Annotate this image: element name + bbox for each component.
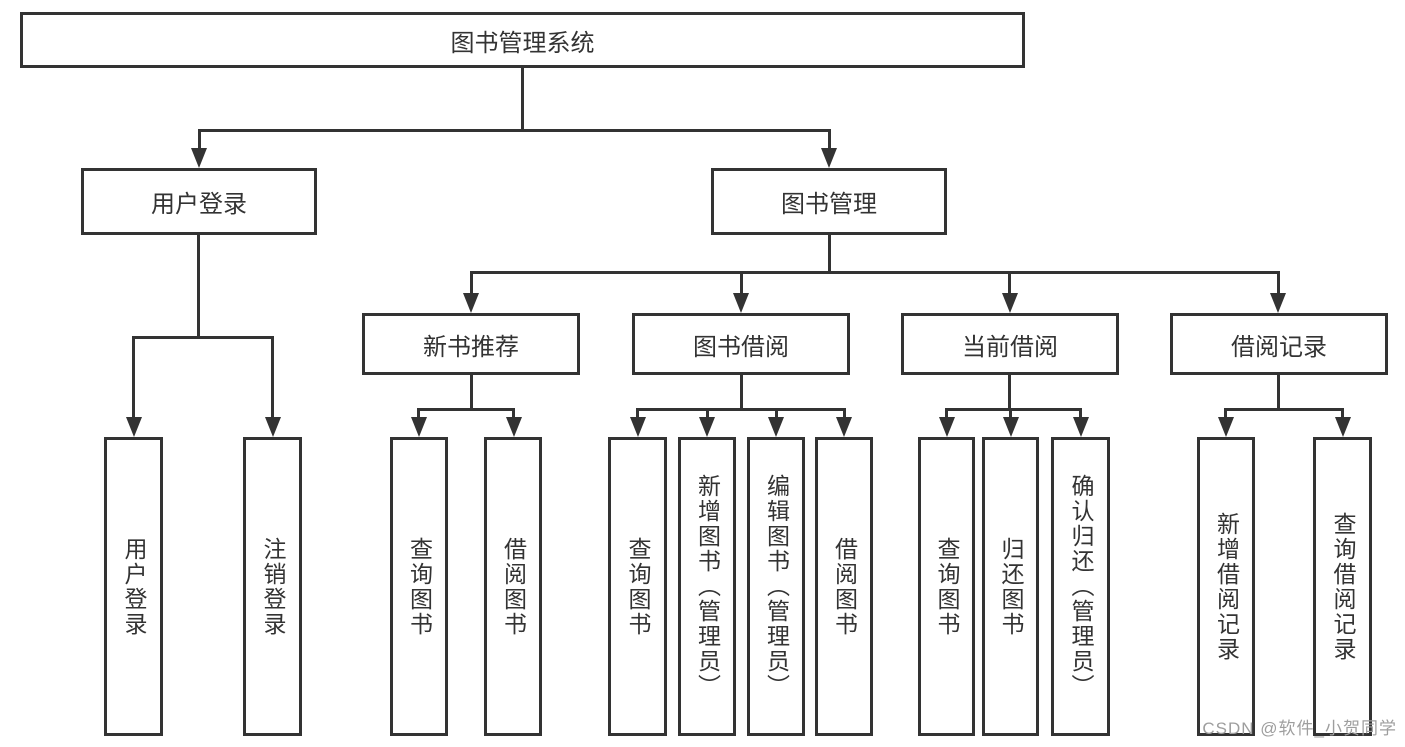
connector-drop-leaf-user-login — [132, 336, 135, 419]
leaf-user-login: 用户登录 — [104, 437, 163, 736]
leaf-rec-query-book: 查询图书 — [390, 437, 448, 736]
node-label: 新增图书（管理员） — [694, 474, 721, 699]
node-label: 图书管理系统 — [450, 29, 595, 57]
node-label: 新书推荐 — [423, 333, 519, 361]
leaf-br-query-record: 查询借阅记录 — [1313, 437, 1372, 736]
arrowhead-bb-borrow — [836, 417, 852, 437]
node-label: 查询图书 — [934, 536, 960, 637]
node-label: 注销登录 — [260, 536, 286, 637]
node-label: 确认归还（管理员） — [1068, 474, 1094, 699]
connector-drop-user-login — [198, 129, 201, 151]
leaf-bb-query-book: 查询图书 — [608, 437, 667, 736]
connector-drop-current-borrow — [1008, 271, 1011, 297]
leaf-logout: 注销登录 — [243, 437, 302, 736]
arrowhead-borrow-records — [1270, 293, 1286, 313]
arrowhead-leaf-user-login — [126, 417, 142, 437]
arrowhead-rec-query — [411, 417, 427, 437]
node-book-management: 图书管理 — [711, 168, 947, 235]
node-label: 查询借阅记录 — [1330, 511, 1356, 662]
arrowhead-cb-confirm — [1073, 417, 1089, 437]
node-label: 借阅图书 — [500, 536, 527, 637]
connector-br-stem — [1277, 374, 1280, 410]
connector-drop-cb-query — [945, 408, 948, 420]
connector-cb-stem — [1008, 374, 1011, 410]
connector-bb-branch — [636, 408, 846, 411]
leaf-cb-confirm-return-admin: 确认归还（管理员） — [1051, 437, 1110, 736]
arrowhead-book-borrow — [733, 293, 749, 313]
node-label: 查询图书 — [406, 536, 433, 637]
connector-rec-branch — [417, 408, 515, 411]
arrowhead-leaf-logout — [265, 417, 281, 437]
connector-drop-br-query — [1341, 408, 1344, 420]
arrowhead-bb-edit — [768, 417, 784, 437]
arrowhead-new-book-rec — [463, 293, 479, 313]
connector-drop-cb-confirm — [1079, 408, 1082, 420]
arrowhead-rec-borrow — [506, 417, 522, 437]
node-current-borrow: 当前借阅 — [901, 313, 1119, 375]
connector-book-mgmt-stem — [828, 234, 831, 274]
connector-drop-book-borrow — [740, 271, 743, 297]
arrowhead-cb-query — [939, 417, 955, 437]
connector-book-mgmt-branch — [470, 271, 1280, 274]
leaf-cb-return-book: 归还图书 — [982, 437, 1039, 736]
node-label: 查询图书 — [625, 536, 651, 637]
node-label: 借阅图书 — [831, 536, 858, 637]
leaf-bb-add-book-admin: 新增图书（管理员） — [678, 437, 736, 736]
connector-drop-bb-query — [636, 408, 639, 420]
connector-drop-cb-return — [1009, 408, 1012, 420]
arrowhead-bb-add — [699, 417, 715, 437]
connector-drop-bb-add — [706, 408, 709, 420]
connector-user-login-branch — [132, 336, 274, 339]
node-label: 当前借阅 — [962, 333, 1058, 361]
connector-drop-book-mgmt — [828, 129, 831, 151]
connector-rec-stem — [470, 374, 473, 410]
connector-drop-bb-edit — [775, 408, 778, 420]
arrowhead-bb-query — [630, 417, 646, 437]
connector-drop-bb-borrow — [843, 408, 846, 420]
node-root-library-management-system: 图书管理系统 — [20, 12, 1025, 68]
node-label: 用户登录 — [151, 191, 247, 218]
connector-drop-br-add — [1224, 408, 1227, 420]
node-new-book-recommend: 新书推荐 — [362, 313, 580, 375]
connector-root-branch — [198, 129, 831, 132]
connector-bb-stem — [740, 374, 743, 410]
csdn-watermark: CSDN @软件_小贺同学 — [1202, 719, 1397, 738]
arrowhead-book-mgmt — [821, 148, 837, 168]
leaf-bb-borrow-book: 借阅图书 — [815, 437, 873, 736]
node-label: 归还图书 — [998, 536, 1024, 637]
connector-cb-branch — [945, 408, 1081, 411]
arrowhead-cb-return — [1003, 417, 1019, 437]
connector-root-stem — [521, 67, 524, 131]
leaf-br-add-record: 新增借阅记录 — [1197, 437, 1255, 736]
node-label: 图书管理 — [781, 191, 877, 218]
node-borrow-records: 借阅记录 — [1170, 313, 1388, 375]
connector-drop-rec-borrow — [512, 408, 515, 420]
connector-drop-new-book-rec — [470, 271, 473, 297]
connector-drop-leaf-logout — [271, 336, 274, 419]
node-label: 图书借阅 — [693, 333, 789, 361]
leaf-bb-edit-book-admin: 编辑图书（管理员） — [747, 437, 805, 736]
connector-br-branch — [1224, 408, 1344, 411]
arrowhead-user-login — [191, 148, 207, 168]
arrowhead-current-borrow — [1002, 293, 1018, 313]
node-label: 用户登录 — [121, 536, 147, 637]
connector-drop-rec-query — [417, 408, 420, 420]
node-label: 新增借阅记录 — [1213, 511, 1240, 662]
node-book-borrow: 图书借阅 — [632, 313, 850, 375]
connector-drop-borrow-records — [1277, 271, 1280, 297]
node-label: 编辑图书（管理员） — [763, 474, 790, 699]
connector-user-login-stem — [197, 234, 200, 338]
node-label: 借阅记录 — [1231, 333, 1327, 361]
arrowhead-br-add — [1218, 417, 1234, 437]
node-user-login: 用户登录 — [81, 168, 317, 235]
leaf-cb-query-book: 查询图书 — [918, 437, 975, 736]
arrowhead-br-query — [1335, 417, 1351, 437]
leaf-rec-borrow-book: 借阅图书 — [484, 437, 542, 736]
